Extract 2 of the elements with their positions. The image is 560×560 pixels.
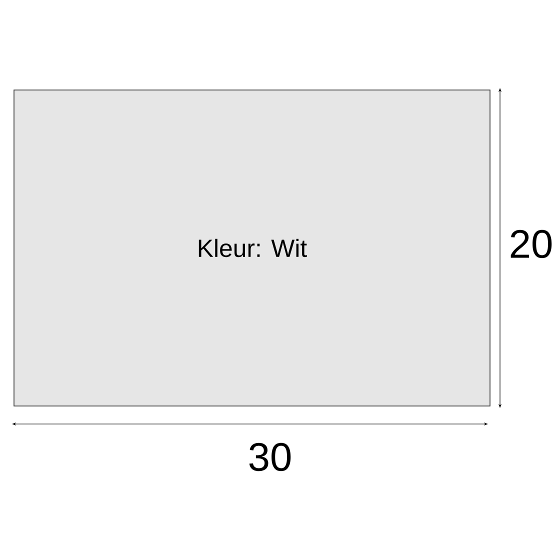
dimension-label: 30 <box>249 442 291 472</box>
panel: Kleur: Wit <box>14 90 490 406</box>
